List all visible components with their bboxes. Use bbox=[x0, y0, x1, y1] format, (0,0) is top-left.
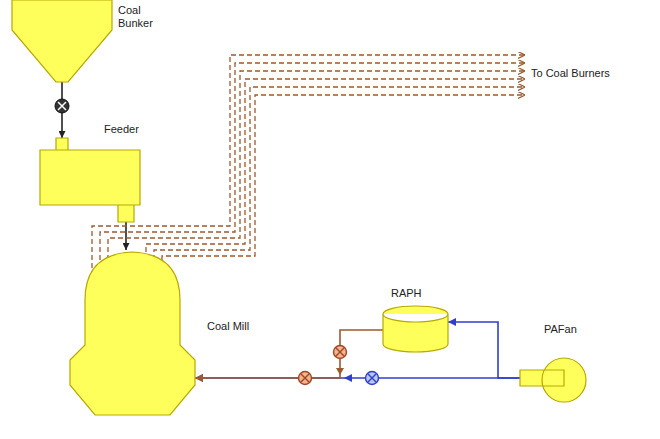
coal-pipes bbox=[92, 55, 525, 292]
flow-arrowhead bbox=[336, 368, 344, 375]
coal-pipe bbox=[162, 95, 525, 292]
air-preheater-outline bbox=[383, 306, 448, 352]
feeder-shape bbox=[40, 138, 140, 222]
flow-arrowhead bbox=[344, 374, 352, 382]
flow-label: To Coal Burners bbox=[531, 67, 610, 80]
coal-pipe bbox=[154, 87, 525, 292]
flow-line bbox=[448, 322, 520, 378]
damper-valve bbox=[334, 346, 347, 359]
coal-pipe bbox=[92, 55, 525, 292]
damper-valve bbox=[299, 372, 312, 385]
pa-fan-shape bbox=[520, 350, 590, 405]
coal-mill-shape bbox=[70, 250, 195, 415]
feeder: Feeder bbox=[40, 138, 140, 222]
part-label: PAFan bbox=[544, 323, 577, 336]
part-label: RAPH bbox=[391, 287, 422, 300]
air-preheater: RAPH bbox=[383, 306, 448, 352]
part-label: Coal Mill bbox=[207, 320, 249, 333]
gate-valve bbox=[55, 99, 69, 113]
coal-mill-outline bbox=[70, 252, 195, 415]
flow-line bbox=[195, 330, 383, 378]
coal-bunker-shape bbox=[12, 0, 112, 82]
pa-fan: PAFan bbox=[520, 350, 590, 405]
coal-bunker: Coal Bunker bbox=[12, 0, 112, 82]
feeder-outline bbox=[40, 138, 140, 222]
air-preheater-shape bbox=[383, 306, 448, 352]
part-label: Feeder bbox=[104, 123, 139, 136]
damper-valve bbox=[366, 372, 379, 385]
pa-fan-outline bbox=[520, 358, 586, 402]
coal-pipe bbox=[100, 63, 525, 292]
part-label: Coal Bunker bbox=[118, 4, 166, 30]
coal-mill: Coal Mill bbox=[70, 250, 195, 415]
coal-pipe bbox=[108, 71, 525, 292]
coal-bunker-outline bbox=[12, 0, 112, 82]
coal-pipe bbox=[146, 79, 525, 292]
